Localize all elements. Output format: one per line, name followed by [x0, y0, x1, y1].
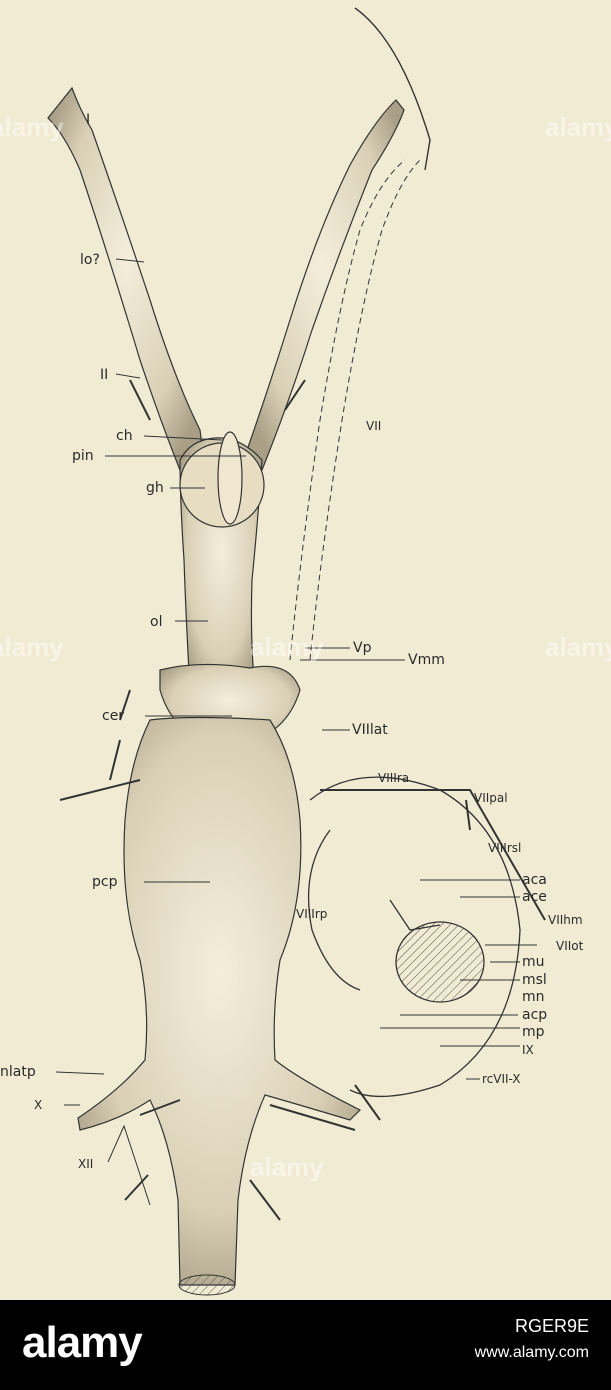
label-acp: acp: [522, 1007, 547, 1023]
image-id: RGER9E: [514, 1316, 589, 1336]
facial-nerve-path: [289, 159, 421, 661]
leader-lines: [55, 258, 537, 1206]
spinal-cord-section: [178, 1274, 236, 1296]
footer-bar: alamy RGER9E www.alamy.com: [0, 1300, 611, 1390]
label-aca: aca: [522, 872, 547, 888]
label-Vp: Vp: [353, 640, 372, 656]
watermark: alamy: [250, 1152, 324, 1182]
label-msl: msl: [522, 972, 547, 988]
label-rcVIIX: rcVII-X: [482, 1072, 521, 1086]
brain-diagram: I lo? II ch pin gh VII ol Vp Vmm cer VII…: [0, 7, 584, 1296]
optic-stalk: [179, 431, 265, 691]
label-pin: pin: [72, 448, 94, 464]
label-VIIhm: VIIhm: [548, 913, 583, 927]
label-VIIIrp: VIIIrp: [296, 907, 327, 921]
hindbrain: [77, 716, 362, 1286]
label-ol: ol: [150, 614, 162, 630]
label-II: II: [100, 367, 108, 383]
nerve-roots: [59, 379, 546, 1221]
label-VIIot: VIIot: [556, 939, 584, 953]
watermark: alamy: [545, 112, 611, 142]
label-VIIIrsl: VIIIrsl: [488, 841, 521, 855]
otic-labyrinth: [307, 776, 521, 1098]
label-VIIlat: VIIlat: [352, 722, 388, 738]
label-cer: cer: [102, 708, 124, 724]
label-mu: mu: [522, 954, 545, 970]
label-gh: gh: [146, 480, 164, 496]
label-IX: IX: [522, 1043, 534, 1057]
diagram-plate: I lo? II ch pin gh VII ol Vp Vmm cer VII…: [0, 7, 611, 1296]
nerve-strand: [354, 7, 431, 171]
label-I: I: [86, 112, 90, 128]
watermark: alamy: [545, 632, 611, 662]
label-VIIpal: VIIpal: [474, 791, 508, 805]
label-VIIIra: VIIIra: [378, 771, 409, 785]
alamy-logo: alamy: [22, 1318, 143, 1367]
label-VII: VII: [366, 419, 381, 433]
label-mp: mp: [522, 1024, 545, 1040]
label-Vmm: Vmm: [408, 652, 445, 668]
label-ch: ch: [116, 428, 133, 444]
label-ace: ace: [522, 889, 547, 905]
label-mn: mn: [522, 989, 545, 1005]
watermark: alamy: [0, 112, 64, 142]
watermark: alamy: [250, 632, 324, 662]
olfactory-lobes: [47, 86, 405, 471]
label-nlatp: nlatp: [0, 1064, 36, 1080]
label-XII: XII: [78, 1157, 93, 1171]
label-lo: lo?: [80, 252, 100, 268]
watermark: alamy: [0, 632, 64, 662]
label-X: X: [34, 1098, 42, 1112]
site-url: www.alamy.com: [474, 1344, 589, 1361]
label-pcp: pcp: [92, 874, 118, 890]
